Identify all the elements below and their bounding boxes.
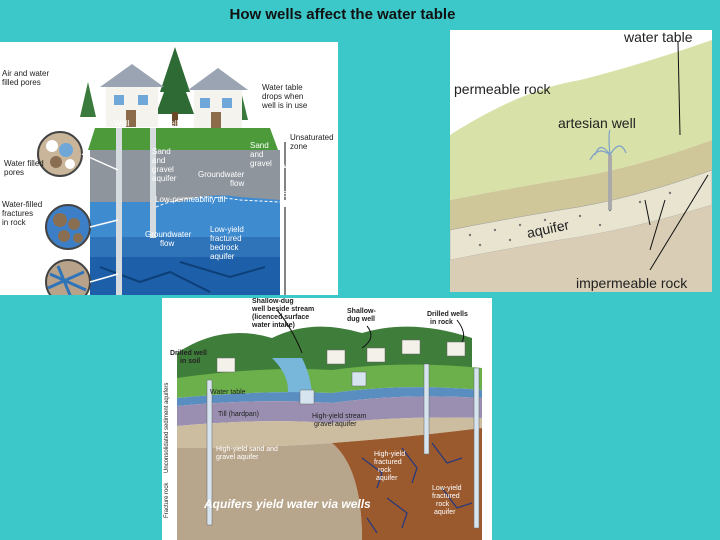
label-impermeable-rock: impermeable rock <box>576 275 688 291</box>
label-low-yield-fractured: Low-yield fractured rock aquifer <box>432 485 464 516</box>
label-unconsolidated: Unconsolidated sediment aquifers <box>164 383 170 473</box>
fountain-icon <box>589 129 627 161</box>
label-fracture-rock: Fracture rock <box>164 482 170 518</box>
wells-cross-section-diagram: Air and water filled pores Water filled … <box>0 42 338 295</box>
fractures-icon <box>45 259 91 295</box>
label-low-yield-bedrock: Low-yield fractured bedrock aquifer <box>210 225 246 261</box>
slide-title: How wells affect the water table <box>229 6 456 23</box>
label-groundwater-flow-2: Groundwater flow <box>145 230 193 248</box>
label-fractures: Water-filled fractures in rock <box>2 200 44 227</box>
label-well-2: Well <box>163 119 179 128</box>
label-drilled-wells-rock: Drilled wells in rock <box>427 311 470 326</box>
label-shallow-stream-well: Shallow-dug well beside stream (licenced… <box>251 298 316 329</box>
label-air-pores: Air and water filled pores <box>2 69 51 87</box>
label-drilled-well-soil: Drilled well in soil <box>170 350 209 365</box>
label-groundwater-flow-1: Groundwater flow <box>198 170 246 188</box>
label-water-table: Water table <box>283 161 324 170</box>
label-till-hardpan: Till (hardpan) <box>218 411 259 418</box>
label-high-yield-fractured: High-yield fractured rock aquifer <box>374 451 407 482</box>
artesian-well-diagram: water table permeable rock artesian well… <box>450 30 712 292</box>
label-saturated-zone: Saturated zone <box>283 190 320 208</box>
label-table-drops: Water table drops when well is in use <box>261 83 308 110</box>
label-permeable-rock: permeable rock <box>454 81 551 97</box>
label-artesian-well: artesian well <box>558 115 636 131</box>
house-left <box>100 64 164 127</box>
label-water-table: Water table <box>210 389 246 396</box>
label-well-1: Well <box>114 119 130 128</box>
water-pores-icon <box>45 204 91 250</box>
label-high-yield-sand: High-yield sand and gravel aquifer <box>216 446 280 461</box>
label-low-permeability-till: Low-permeability till <box>155 195 225 204</box>
caption-aquifers: Aquifers yield water via wells <box>203 497 371 511</box>
label-high-yield-gravel: High-yield stream gravel aquifer <box>312 413 368 428</box>
label-sand-gravel: Sand and gravel <box>250 141 272 168</box>
house-right <box>188 68 248 128</box>
label-water-pores: Water filled pores <box>4 159 46 177</box>
label-unsaturated-zone: Unsaturated zone <box>290 133 336 151</box>
label-water-table: water table <box>623 30 693 45</box>
label-shallow-dug-well: Shallow- dug well <box>347 308 378 323</box>
air-pores-icon <box>37 131 83 177</box>
aquifers-wells-diagram: Shallow-dug well beside stream (licenced… <box>162 298 492 540</box>
label-sand-aquifer: Sand and gravel aquifer <box>152 147 177 183</box>
